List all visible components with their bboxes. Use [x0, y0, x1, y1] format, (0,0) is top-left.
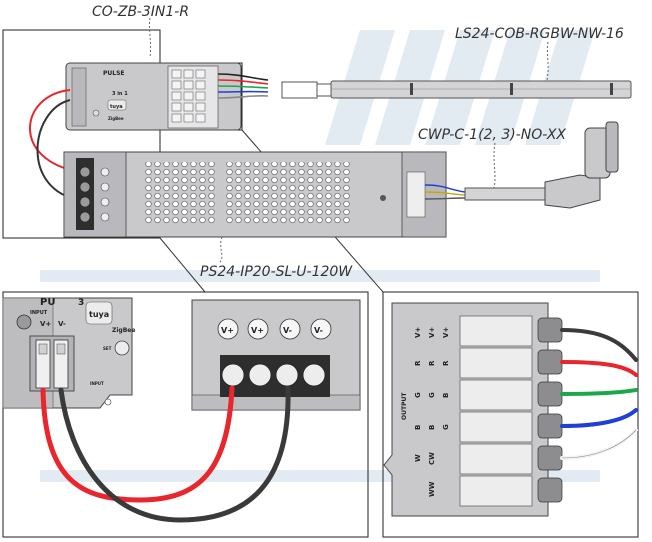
- psu-top-wires: [29, 89, 81, 201]
- leader-psu: [219, 236, 223, 263]
- psu-terminal-1: V+: [221, 326, 234, 335]
- controller-top: PULSE 3 in 1 tuya ZigBee: [65, 62, 242, 131]
- out-r4-c2: CW: [428, 452, 436, 465]
- out-r0-c1: V+: [414, 327, 422, 338]
- led-strip: [281, 80, 632, 99]
- psu-zoom-wires: [40, 385, 291, 523]
- controller-zoom-mode: 3: [78, 298, 84, 308]
- out-r0-c3: V+: [442, 327, 450, 338]
- controller-zoom-set: SET: [103, 346, 112, 351]
- label-controller-model: CO-ZB-3IN1-R: [92, 4, 189, 20]
- out-r5-c2: WW: [428, 481, 436, 497]
- controller-zoom-input-bottom: INPUT: [90, 381, 104, 386]
- psu-top: [63, 151, 447, 238]
- label-cable-model: CWP-C-1(2, 3)-NO-XX: [418, 127, 566, 143]
- output-label: OUTPUT: [401, 392, 408, 420]
- out-r3-c3: G: [442, 424, 450, 430]
- out-r0-c2: V+: [428, 327, 436, 338]
- psu-terminal-2: V+: [251, 326, 264, 335]
- controller-zoom-tuya: tuya: [89, 310, 109, 319]
- out-r1-c2: R: [428, 360, 436, 366]
- strip-wires: [217, 73, 269, 99]
- controller-top-tuya: tuya: [110, 104, 123, 110]
- out-r1-c3: R: [442, 360, 450, 366]
- controller-zoom-vplus: V+: [40, 320, 51, 328]
- label-psu-model: PS24-IP20-SL-U-120W: [200, 264, 353, 280]
- controller-top-brand: PULSE: [103, 70, 125, 77]
- output-row-labels: V+ V+ V+ R R R G G B B B G W CW WW: [414, 327, 450, 497]
- controller-zoom: PU 3 INPUT V+ V- tuya ZigBee SET INPUT: [2, 297, 135, 409]
- controller-top-zigbee: ZigBee: [108, 116, 124, 121]
- controller-top-mode: 3 in 1: [112, 91, 128, 97]
- output-wires: [560, 328, 638, 460]
- out-r4-c1: W: [414, 454, 422, 462]
- out-r3-c2: B: [428, 425, 436, 430]
- controller-zoom-brand: PU: [40, 297, 55, 308]
- psu-terminal-4: V-: [314, 326, 323, 335]
- out-r3-c1: B: [414, 425, 422, 430]
- mains-cable: [424, 121, 619, 209]
- zoom-panel-left: [2, 291, 369, 538]
- out-r2-c2: G: [428, 392, 436, 398]
- controller-zoom-vminus: V-: [58, 320, 66, 328]
- controller-zoom-zigbee: ZigBee: [112, 327, 135, 334]
- zoom-line-left: [159, 237, 206, 293]
- out-r2-c3: B: [442, 393, 450, 398]
- leader-controller: [148, 17, 152, 59]
- out-r1-c1: R: [414, 360, 422, 366]
- psu-terminal-3: V-: [283, 326, 292, 335]
- controller-zoom-input-label: INPUT: [30, 310, 48, 316]
- output-terminal-zoom: OUTPUT: [383, 302, 563, 517]
- zoom-panel-right: [382, 291, 639, 538]
- leader-cable: [493, 142, 496, 189]
- zoom-frame-left: [2, 29, 161, 239]
- out-r2-c1: G: [414, 392, 422, 398]
- label-strip-model: LS24-COB-RGBW-NW-16: [455, 26, 624, 42]
- psu-zoom: V+ V+ V- V-: [191, 299, 361, 411]
